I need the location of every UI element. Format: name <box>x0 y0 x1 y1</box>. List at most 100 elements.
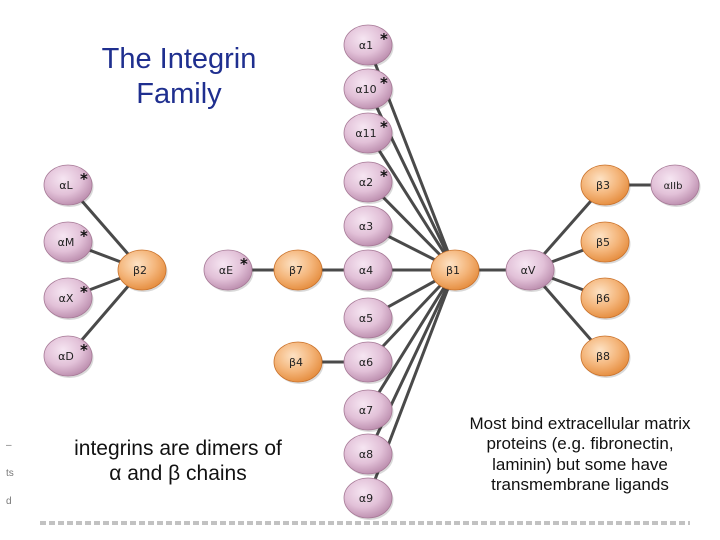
note-line: laminin) but some have <box>492 454 668 474</box>
node-label: α9 <box>359 492 373 505</box>
dimer-note: integrins are dimers of α and β chains <box>48 436 308 486</box>
node-b3: β3 <box>580 164 631 207</box>
link-a7-b1 <box>366 268 457 412</box>
alpha-subunit-node <box>343 161 393 203</box>
node-a11: α11 * <box>343 112 394 155</box>
node-b4: β4 <box>273 341 324 384</box>
note-line: integrins are dimers of <box>74 437 282 460</box>
node-aX: αX * <box>43 277 94 320</box>
title-line: Family <box>136 77 222 110</box>
node-label: α8 <box>359 448 373 461</box>
alpha-subunit-node <box>343 433 393 475</box>
link-a11-b1 <box>366 131 457 272</box>
note-line: proteins (e.g. fibronectin, <box>486 434 674 454</box>
alpha-subunit-node <box>343 477 393 519</box>
beta-subunit-node <box>580 164 630 206</box>
alpha-subunit-node <box>343 68 393 110</box>
alpha-subunit-node <box>343 112 393 154</box>
beta-subunit-node <box>580 221 630 263</box>
node-aE: αE * <box>203 249 254 292</box>
node-b8: β8 <box>580 335 631 378</box>
ligand-note: Most bind extracellular matrix proteins … <box>440 414 720 496</box>
note-line: Most bind extracellular matrix <box>469 414 691 433</box>
node-label: αM <box>58 236 75 249</box>
node-b1: β1 <box>430 249 481 292</box>
margin-mark: d <box>6 496 12 507</box>
alpha-subunit-node <box>203 249 253 291</box>
node-a4: α4 <box>343 249 394 292</box>
node-b7: β7 <box>273 249 324 292</box>
node-label: β6 <box>596 292 610 305</box>
title-line: The Integrin <box>101 43 257 75</box>
node-label: β4 <box>289 356 303 369</box>
node-a2: α2 * <box>343 161 394 204</box>
alpha-subunit-node <box>343 341 393 383</box>
node-label: αIIb <box>664 181 683 192</box>
node-b5: β5 <box>580 221 631 264</box>
star-marker: * <box>380 30 388 48</box>
alpha-subunit-node <box>343 24 393 66</box>
node-b2: β2 <box>117 249 168 292</box>
beta-subunit-node <box>430 249 480 291</box>
alpha-subunit-node <box>343 205 393 247</box>
node-aV: αV <box>505 249 556 292</box>
alpha-subunit-node <box>43 164 93 206</box>
node-label: αX <box>59 292 74 305</box>
node-a7: α7 <box>343 389 394 432</box>
alpha-subunit-node <box>343 389 393 431</box>
beta-subunit-node <box>117 249 167 291</box>
node-label: β5 <box>596 236 610 249</box>
star-marker: * <box>80 341 88 359</box>
beta-subunit-node <box>580 335 630 377</box>
node-label: α7 <box>359 404 373 417</box>
star-marker: * <box>240 255 248 273</box>
node-label: β7 <box>289 264 303 277</box>
alpha-subunit-node <box>505 249 555 291</box>
node-label: αV <box>521 264 536 277</box>
node-a6: α6 <box>343 341 394 384</box>
star-marker: * <box>80 170 88 188</box>
node-label: α1 <box>359 39 373 52</box>
node-a10: α10* <box>343 68 394 111</box>
node-label: α3 <box>359 220 373 233</box>
star-marker: * <box>380 118 388 136</box>
node-label: β3 <box>596 179 610 192</box>
alpha-subunit-node <box>343 297 393 339</box>
star-marker: * <box>80 227 88 245</box>
node-label: αE <box>219 264 233 277</box>
beta-subunit-node <box>580 277 630 319</box>
beta-subunit-node <box>273 249 323 291</box>
alpha-subunit-node <box>43 335 93 377</box>
alpha-subunit-node <box>343 249 393 291</box>
node-label: α4 <box>359 264 373 277</box>
node-label: α6 <box>359 356 373 369</box>
node-layer: α1*α10*α11*α2*α3α4α5α6α7α8α9αL*αM*αX*αD*… <box>43 24 701 520</box>
alpha-subunit-node <box>650 164 700 206</box>
margin-mark: – <box>6 440 12 451</box>
beta-subunit-node <box>273 341 323 383</box>
note-line: α and β chains <box>109 462 247 486</box>
node-label: α11 <box>355 127 376 140</box>
star-marker: * <box>80 283 88 301</box>
node-label: αD <box>58 350 74 363</box>
node-b6: β6 <box>580 277 631 320</box>
node-a5: α5 <box>343 297 394 340</box>
diagram-title: The Integrin Family <box>70 42 288 112</box>
node-aM: αM * <box>43 221 94 264</box>
star-marker: * <box>380 167 388 185</box>
node-a3: α3 <box>343 205 394 248</box>
node-aD: αD * <box>43 335 94 378</box>
star-marker: * <box>380 74 388 92</box>
node-a8: α8 <box>343 433 394 476</box>
alpha-subunit-node <box>43 221 93 263</box>
node-label: α2 <box>359 176 373 189</box>
node-label: β1 <box>446 264 460 277</box>
cropped-caption-strip <box>40 521 690 525</box>
node-aL: αL * <box>43 164 94 207</box>
node-a9: α9 <box>343 477 394 520</box>
alpha-subunit-node <box>43 277 93 319</box>
node-label: αL <box>59 179 73 192</box>
node-aIIb: αIIb <box>650 164 701 207</box>
node-label: α5 <box>359 312 373 325</box>
